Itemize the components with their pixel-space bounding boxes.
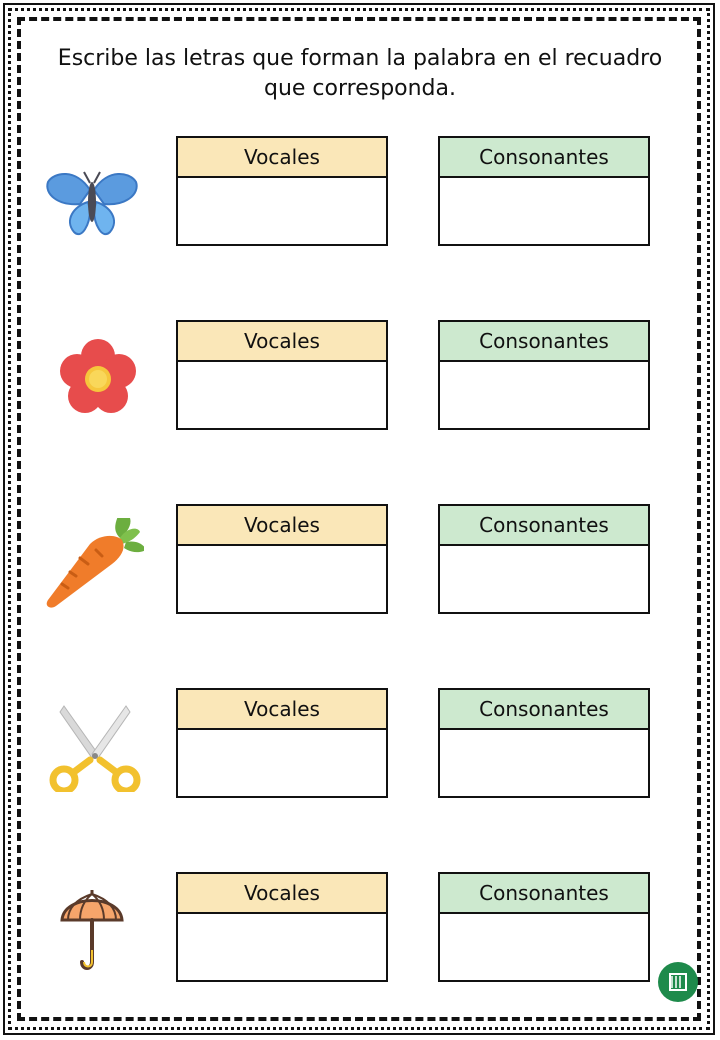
vowels-header: Vocales (178, 874, 386, 914)
vowels-answer-area[interactable] (178, 914, 386, 982)
exercise-row: Vocales Consonantes (0, 136, 720, 248)
vowels-answer-area[interactable] (178, 362, 386, 430)
flower-icon (40, 334, 144, 424)
vowels-header: Vocales (178, 138, 386, 178)
consonants-header: Consonantes (440, 138, 648, 178)
page-border-dashed (17, 17, 701, 1021)
instruction-text: Escribe las letras que forman la palabra… (57, 46, 663, 101)
consonants-answer-area[interactable] (440, 730, 648, 798)
scissors-icon (40, 702, 144, 795)
exercise-row: Vocales Consonantes (0, 872, 720, 984)
page-border-dotted (8, 8, 710, 1030)
exercise-row: Vocales Consonantes (0, 320, 720, 432)
exercise-row: Vocales Consonantes (0, 688, 720, 800)
consonants-header: Consonantes (440, 690, 648, 730)
consonants-answer-area[interactable] (440, 914, 648, 982)
consonants-header: Consonantes (440, 874, 648, 914)
consonants-header: Consonantes (440, 506, 648, 546)
consonants-answer-area[interactable] (440, 178, 648, 246)
vowels-box: Vocales (176, 504, 388, 614)
consonants-answer-area[interactable] (440, 546, 648, 614)
vowels-answer-area[interactable] (178, 178, 386, 246)
vowels-box: Vocales (176, 872, 388, 982)
vowels-answer-area[interactable] (178, 730, 386, 798)
publisher-logo (658, 962, 698, 1002)
vowels-header: Vocales (178, 506, 386, 546)
vowels-header: Vocales (178, 322, 386, 362)
umbrella-icon (40, 886, 144, 976)
vowels-header: Vocales (178, 690, 386, 730)
consonants-box: Consonantes (438, 136, 650, 246)
vowels-answer-area[interactable] (178, 546, 386, 614)
vowels-box: Vocales (176, 320, 388, 430)
exercise-row: Vocales Consonantes (0, 504, 720, 616)
consonants-answer-area[interactable] (440, 362, 648, 430)
vowels-box: Vocales (176, 688, 388, 798)
consonants-box: Consonantes (438, 872, 650, 982)
vowels-box: Vocales (176, 136, 388, 246)
consonants-box: Consonantes (438, 320, 650, 430)
carrot-icon (40, 516, 146, 608)
consonants-header: Consonantes (440, 322, 648, 362)
consonants-box: Consonantes (438, 688, 650, 798)
consonants-box: Consonantes (438, 504, 650, 614)
butterfly-icon (40, 150, 144, 240)
page-border-outer (3, 3, 715, 1035)
